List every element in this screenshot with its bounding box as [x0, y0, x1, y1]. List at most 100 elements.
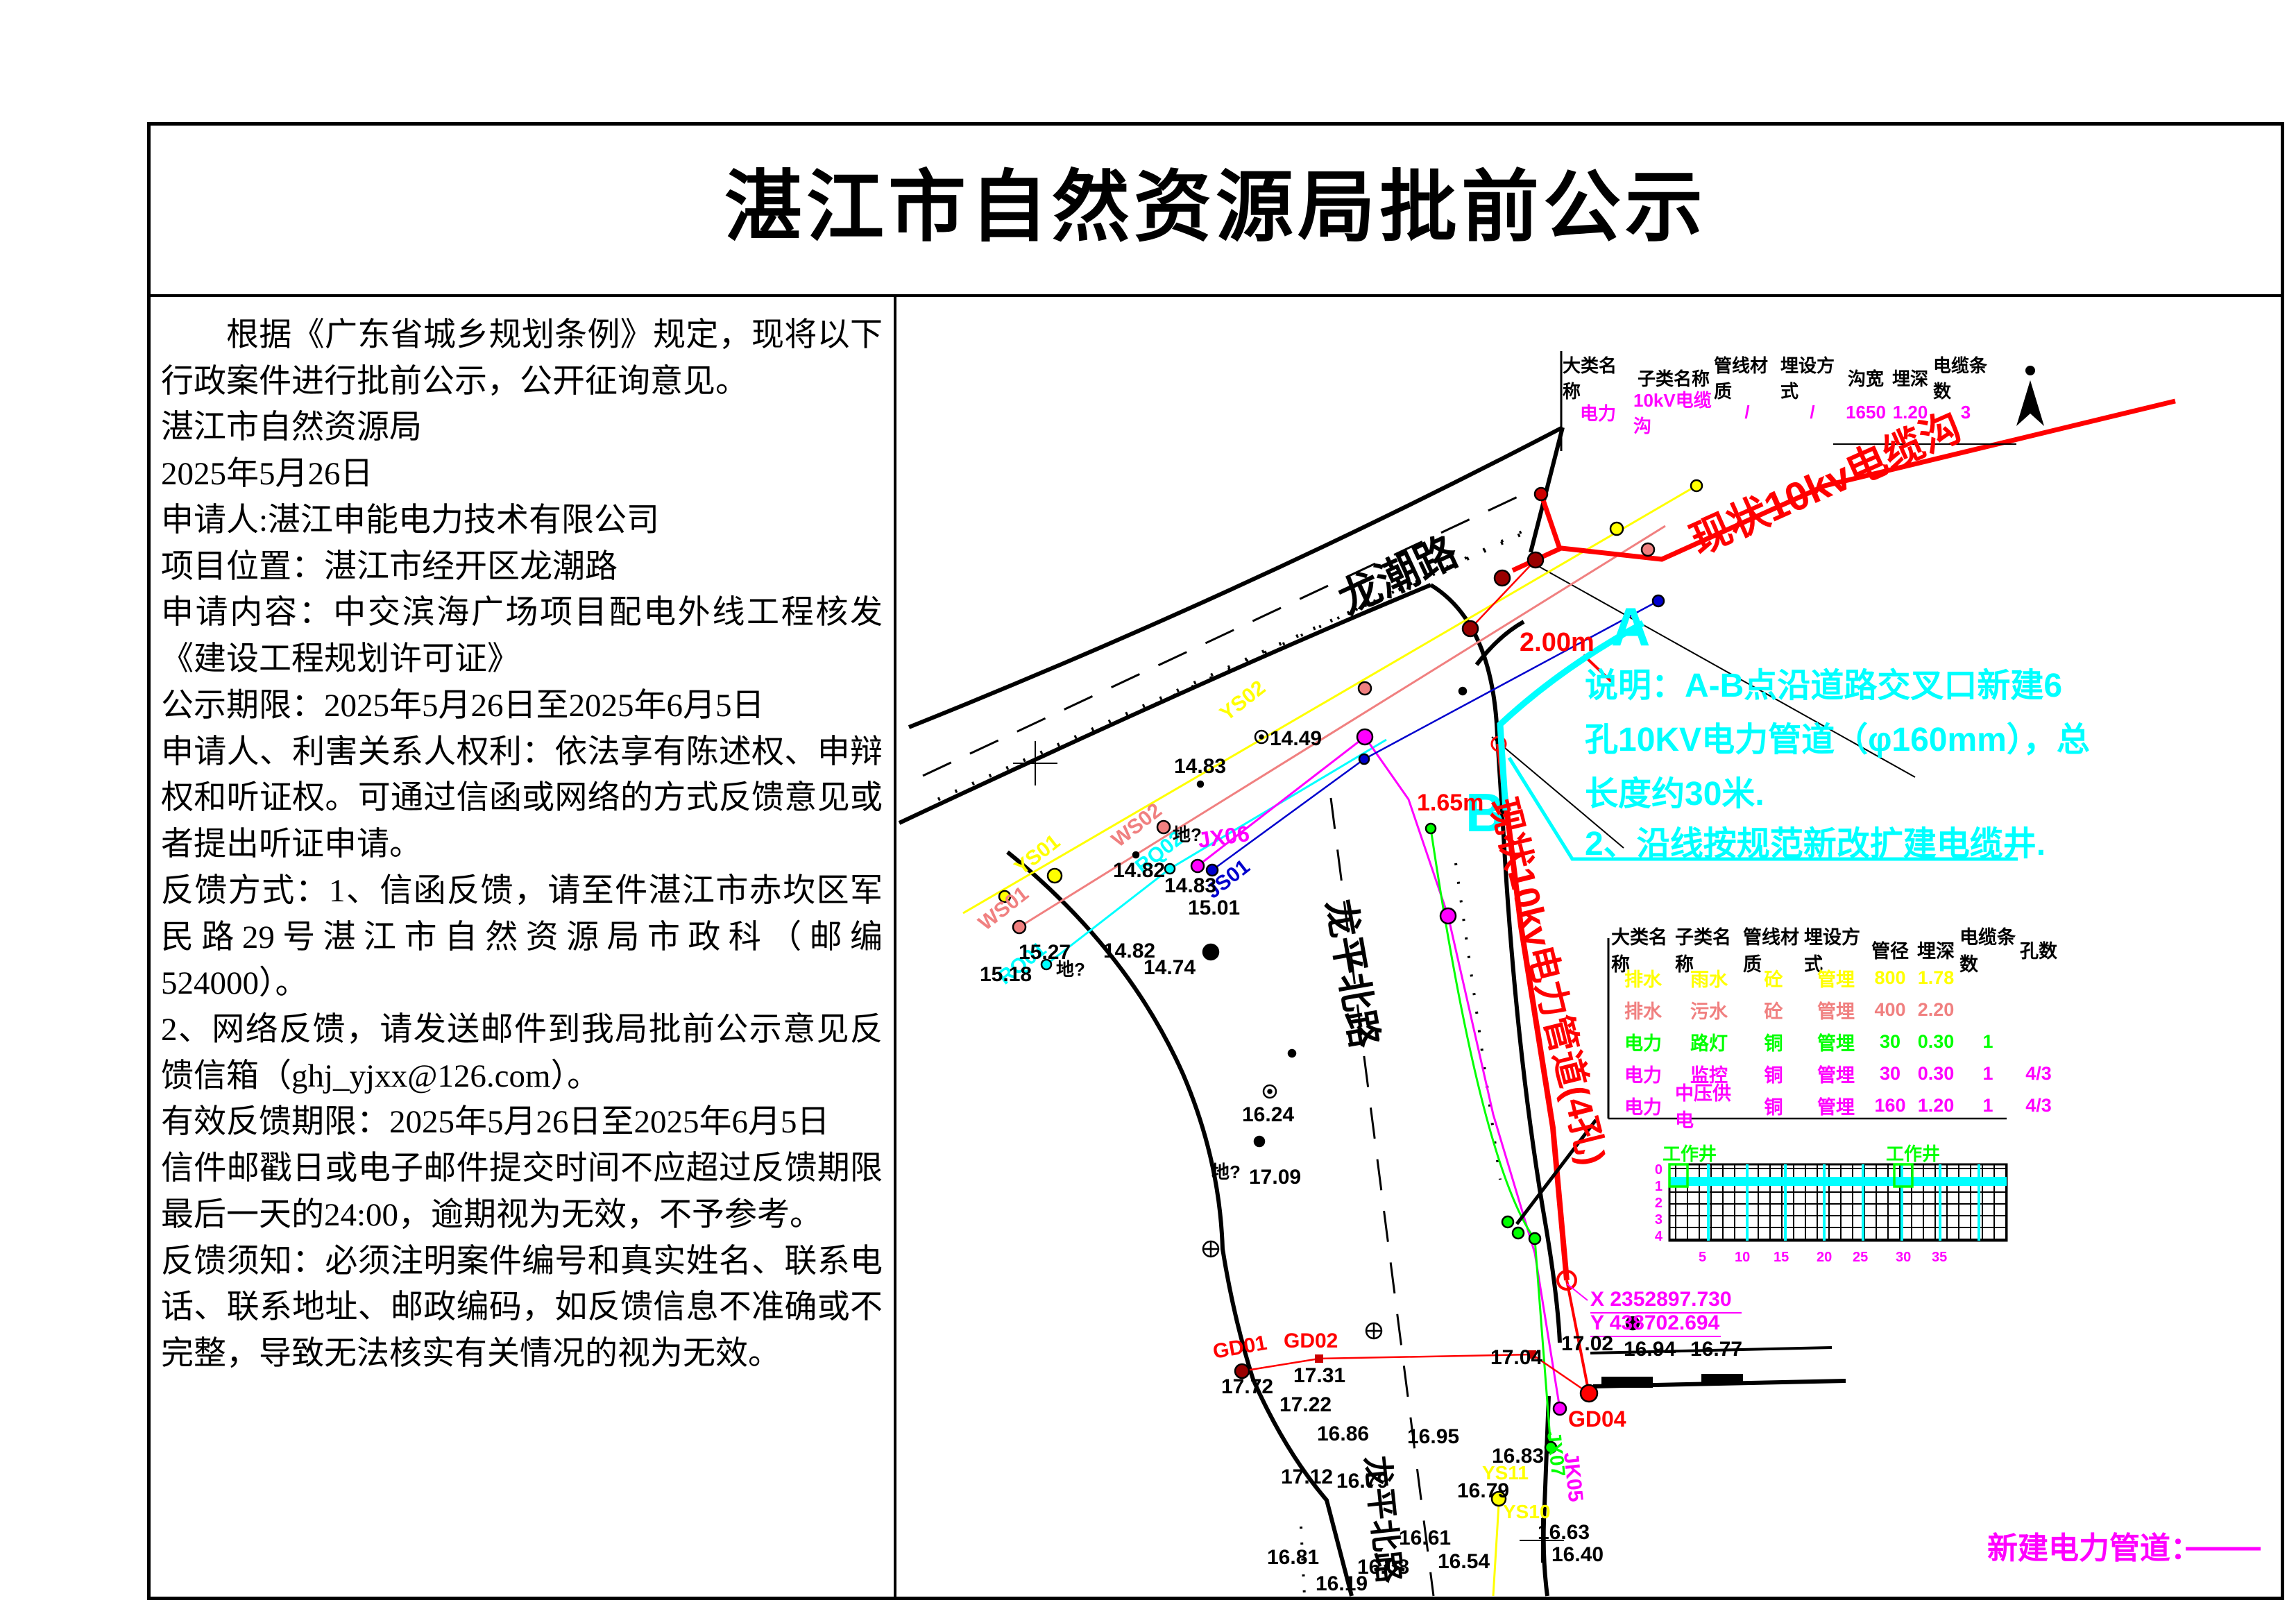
map-label: 1: [1655, 1179, 1663, 1194]
panel-divider: [894, 294, 896, 1600]
table-cell: 30: [1879, 1062, 1901, 1084]
map-label: 16.77: [1690, 1338, 1742, 1361]
map-label: 14.82: [1113, 859, 1165, 882]
table-cell: 1: [1982, 1094, 1993, 1116]
table-cell: 4/3: [2025, 1062, 2052, 1084]
map-label: YS10: [1503, 1501, 1551, 1522]
applicant-line: 申请人:湛江申能电力技术有限公司: [161, 502, 660, 538]
map-label: 14.74: [1143, 956, 1196, 979]
table-cell: 排水: [1624, 969, 1662, 990]
table-header-cell: 埋深: [1917, 940, 1955, 962]
dimension-label: 1.65m: [1417, 790, 1483, 816]
table-cell: 0.30: [1917, 1030, 1955, 1052]
table-cell: 路灯: [1690, 1033, 1728, 1054]
map-label: 14.83: [1164, 874, 1216, 897]
duct-section-detail: [1668, 1163, 2008, 1242]
note-line-2: 孔10KV电力管道（φ160mm），总: [1585, 722, 2090, 758]
map-label: 17.09: [1249, 1166, 1301, 1189]
map-label: 5: [1699, 1250, 1706, 1265]
map-label: 17.02: [1561, 1332, 1613, 1355]
map-label: 2: [1655, 1196, 1663, 1211]
table-header-cell: 埋设方式: [1780, 355, 1835, 402]
table-cell: 污水: [1690, 1001, 1728, 1022]
map-label: 17.12: [1281, 1465, 1333, 1488]
table-header-cell: 沟宽: [1847, 368, 1884, 389]
table-cell: 监控: [1690, 1064, 1728, 1086]
point-a-label: A: [1611, 596, 1650, 657]
table-cell: 0.30: [1917, 1062, 1955, 1084]
map-label: JX07: [1543, 1430, 1570, 1477]
table-cell: 2.20: [1917, 999, 1955, 1020]
note-line-3: 长度约30米.: [1585, 776, 1764, 813]
existing-power-duct-line: [1490, 736, 1590, 1394]
map-label: 10: [1735, 1250, 1750, 1265]
map-label: 15.27: [1019, 941, 1071, 964]
map-label: 地?: [1173, 824, 1202, 845]
table-cell: 电力: [1624, 1096, 1662, 1118]
map-label: 17.31: [1293, 1364, 1345, 1387]
map-label: 16.08: [1357, 1556, 1409, 1579]
table-cell: 中压供电: [1675, 1083, 1731, 1131]
map-label: 35: [1932, 1250, 1947, 1265]
title-divider: [147, 294, 2284, 297]
map-label: JK05: [1559, 1451, 1587, 1503]
table-cell: 1.78: [1917, 967, 1955, 988]
map-label: 16.86: [1317, 1422, 1369, 1445]
table-header-cell: 大类名称: [1611, 927, 1667, 975]
document-border: [147, 122, 2284, 1600]
table-cell: 铜: [1764, 1033, 1783, 1054]
period-line: 公示期限：2025年5月26日至2025年6月5日: [161, 687, 765, 724]
table-cell: 400: [1874, 999, 1906, 1020]
note-line-4: 2、沿线按规范新改扩建电缆井.: [1585, 826, 2046, 863]
survey-dots: [998, 479, 1703, 1507]
map-label: 15.01: [1188, 897, 1240, 919]
point-b-label: B: [1465, 782, 1504, 843]
work-well-box: [1668, 1163, 1689, 1188]
table-cell: 1650: [1846, 401, 1886, 423]
work-well-label: 工作井: [1886, 1144, 1940, 1164]
roads: [898, 425, 1916, 1597]
map-label: 17.72: [1221, 1375, 1273, 1398]
map-label: 16.61: [1399, 1527, 1451, 1549]
map-label: YS11: [1482, 1462, 1529, 1484]
table-cell: 管埋: [1817, 1001, 1855, 1022]
utility-symbols: [1013, 729, 1564, 1563]
map-label: 15: [1774, 1250, 1789, 1265]
map-label: 17.22: [1279, 1393, 1332, 1416]
table-header-cell: 电缆条数: [1959, 927, 2016, 975]
map-label: 16.24: [1242, 1103, 1294, 1126]
map-label: 16.79: [1336, 1470, 1388, 1493]
notice-intro: 根据《广东省城乡规划条例》规定，现将以下行政案件进行批前公示，公开征询意见。: [161, 317, 883, 400]
table-cell: 4/3: [2025, 1094, 2052, 1116]
work-well-box: [1893, 1163, 1914, 1188]
map-label: 14.83: [1174, 755, 1226, 778]
table-cell: 160: [1874, 1094, 1906, 1116]
map-label: GD02: [1284, 1329, 1338, 1352]
table-cell: 30: [1879, 1030, 1901, 1052]
table-cell: 管埋: [1817, 1096, 1855, 1118]
table-header-cell: 管线材质: [1743, 927, 1799, 975]
map-label: 16.40: [1551, 1543, 1604, 1566]
map-label: 16.19: [1316, 1572, 1368, 1595]
table-header-cell: 子类名称: [1637, 368, 1710, 389]
table-header-cell: 大类名称: [1563, 355, 1617, 402]
map-label: 20: [1817, 1250, 1832, 1265]
table-cell: 管埋: [1817, 1033, 1855, 1054]
site-plan: 现状10kv电缆沟龙潮路AB2.00m1.65m说明：A-B点沿道路交叉口新建6…: [898, 351, 2261, 1597]
table-header-cell: 管线材质: [1714, 355, 1769, 402]
road-name-longping-north: 龙平北路: [1318, 897, 1386, 1052]
road-name-longchao: 龙潮路: [1332, 528, 1465, 623]
table-cell: 电力: [1579, 402, 1616, 424]
notice-date: 2025年5月26日: [161, 456, 373, 493]
map-label: 16.81: [1267, 1546, 1319, 1569]
map-label: 地?: [1211, 1162, 1241, 1182]
table-cell: 10kV电缆沟: [1633, 390, 1712, 436]
map-label: 25: [1853, 1250, 1868, 1265]
table-header-cell: 埋深: [1891, 368, 1928, 389]
table-cell: 砼: [1764, 1001, 1783, 1022]
map-label: YS02: [1216, 676, 1270, 725]
table-cell: /: [1744, 401, 1750, 423]
map-label: 16.79: [1457, 1479, 1509, 1502]
